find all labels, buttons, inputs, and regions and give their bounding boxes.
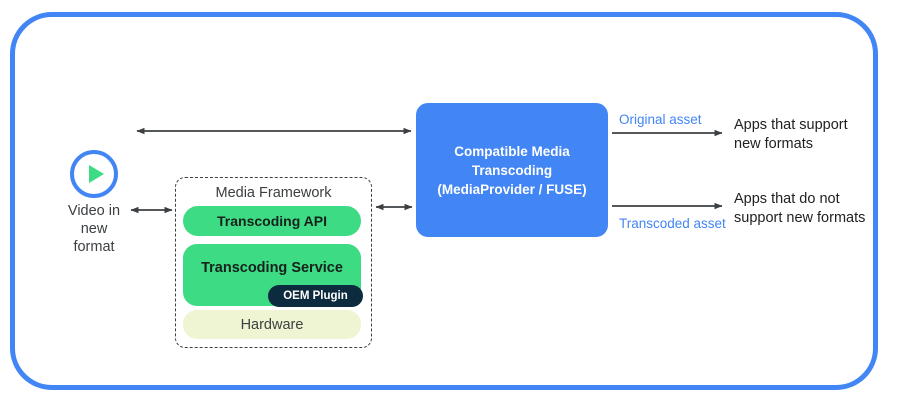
compatible-media-transcoding-box: Compatible Media Transcoding (MediaProvi… [416, 103, 608, 237]
hardware-block: Hardware [183, 310, 361, 339]
transcoding-api-block: Transcoding API [183, 206, 361, 236]
play-triangle-icon [88, 165, 104, 183]
apps-support-line1: Apps that support [734, 117, 848, 133]
transcoding-service-label: Transcoding Service [201, 260, 343, 276]
apps-no-support-line2: support new formats [734, 210, 866, 226]
video-source-label-line1: Video in [67, 203, 121, 219]
cmt-line1: Compatible Media [454, 143, 570, 159]
diagram-outer-frame [10, 12, 878, 390]
video-source-label-line2: new [80, 221, 108, 237]
apps-no-support-line1: Apps that do not [734, 191, 840, 207]
apps-support-line2: new formats [734, 136, 813, 152]
transcoded-asset-edge-label: Transcoded asset [619, 216, 726, 231]
apps-no-support-new-formats-label: Apps that do not support new formats [734, 190, 865, 228]
video-source-label-line3: format [73, 239, 115, 255]
compatible-media-transcoding-label: Compatible Media Transcoding (MediaProvi… [431, 142, 592, 199]
video-source-label: Video in new format [44, 202, 144, 256]
oem-plugin-badge: OEM Plugin [268, 285, 363, 307]
cmt-line2: Transcoding [471, 162, 553, 178]
original-asset-edge-label: Original asset [619, 112, 702, 127]
apps-support-new-formats-label: Apps that support new formats [734, 116, 848, 154]
media-framework-title: Media Framework [215, 185, 332, 201]
cmt-line3: (MediaProvider / FUSE) [437, 181, 587, 197]
play-circle-icon [70, 150, 118, 198]
